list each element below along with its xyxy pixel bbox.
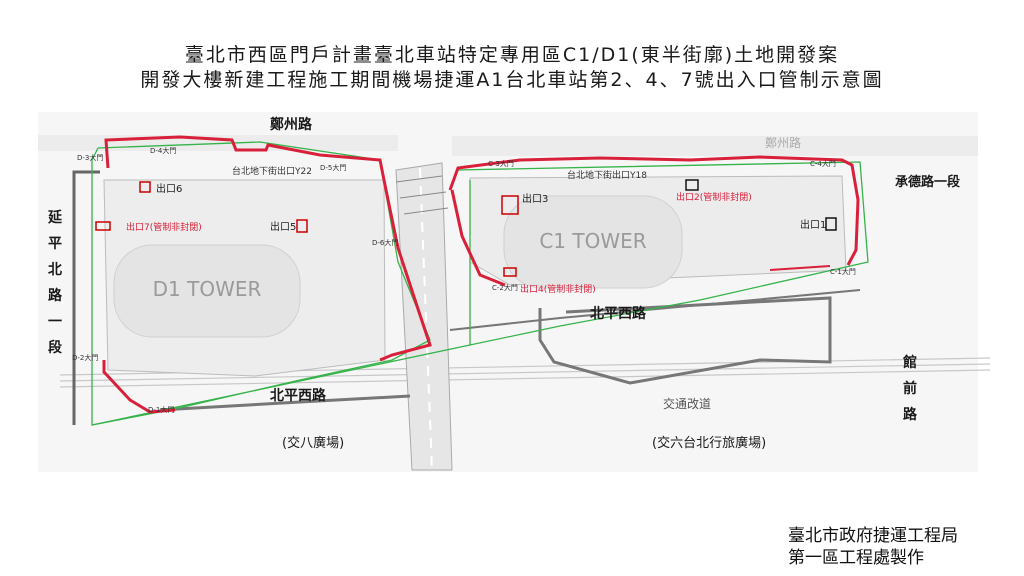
c1-fence-red-east-note [769, 265, 831, 271]
gate-d6-label: D-6大門 [372, 238, 398, 247]
jiaoliu-plaza-label: (交六台北行旅廣場) [652, 435, 766, 451]
zhengzhou-road-left-label: 鄭州路 [270, 116, 313, 133]
beiping-road-edge-lower [159, 394, 411, 412]
underground-exit-y22-label: 台北地下街出口Y22 [232, 165, 312, 177]
c1-fence-red [448, 155, 860, 266]
gate-d4-label: D-4大門 [150, 146, 176, 155]
guanqian-road-label: 館 前 路 [902, 354, 918, 423]
svg-text:館: 館 [902, 354, 917, 371]
c1-tower-footprint [503, 195, 683, 289]
map-title-line-2: 開發大樓新建工程施工期間機場捷運A1台北車站第2、4、7號出入口管制示意圖 [140, 69, 884, 91]
svg-text:北: 北 [48, 262, 62, 278]
zhengzhou-road-right-band [452, 136, 978, 156]
exit-3-label: 出口3 [522, 192, 548, 205]
svg-text:平: 平 [48, 236, 62, 252]
exit-2-label: 出口2(管制非封閉) [676, 191, 752, 203]
yanping-road-label: 延 平 北 路 一 段 [47, 209, 63, 356]
credit-line-2: 第一區工程處製作 [788, 548, 924, 568]
d1-tower-footprint [113, 244, 301, 338]
exit-4-label: 出口4(管制非封閉) [520, 283, 596, 295]
exit-4-marker: 出口4(管制非封閉) [503, 267, 596, 295]
exit-1-label: 出口1 [800, 218, 826, 231]
exit-5-label: 出口5 [270, 220, 296, 233]
gate-c1-label: C-1大門 [830, 267, 856, 276]
svg-text:一: 一 [48, 314, 62, 330]
gate-c4-label: C-4大門 [810, 159, 836, 168]
d1-tower-label: D1 TOWER [153, 277, 262, 301]
svg-text:延: 延 [47, 209, 63, 226]
beiping-road-edge-upper [449, 289, 861, 331]
traffic-reroute-label: 交通改道 [663, 396, 711, 411]
beiping-road-upper-label: 北平西路 [590, 305, 647, 322]
d1-fence-red [104, 135, 432, 362]
svg-text:段: 段 [48, 339, 62, 356]
map-title-line-1: 臺北市西區門戶計畫臺北車站特定專用區C1/D1(東半街廓)土地開發案 [184, 44, 840, 66]
credit-line-1: 臺北市政府捷運工程局 [788, 526, 958, 546]
jiaoba-plaza-label: (交八廣場) [282, 435, 344, 451]
exit-5-marker: 出口5 [270, 219, 308, 233]
chengde-road-label: 承德路一段 [895, 174, 960, 190]
d1-fence-red-lower [102, 360, 176, 414]
gate-c2-label: C-2大門 [492, 283, 518, 292]
exit-6-marker: 出口6 [139, 181, 182, 195]
svg-text:前: 前 [903, 380, 917, 397]
exit-2-marker: 出口2(管制非封閉) [676, 179, 752, 203]
gate-d5-label: D-5大門 [320, 163, 346, 172]
exit-1-marker: 出口1 [800, 217, 837, 231]
traffic-reroute-outline [538, 296, 832, 385]
exit-3-marker: 出口3 [501, 192, 548, 215]
zhengzhou-road-right-label: 鄭州路 [765, 135, 801, 150]
underground-exit-y18-label: 台北地下街出口Y18 [567, 169, 647, 181]
gate-d3-label: D-3大門 [77, 153, 103, 162]
exit-7-marker: 出口7(管制非封閉) [95, 221, 202, 233]
gate-c3-label: C-3大門 [488, 159, 514, 168]
c1-tower-label: C1 TOWER [539, 229, 646, 253]
exit-6-label: 出口6 [156, 182, 182, 195]
exit-7-label: 出口7(管制非封閉) [126, 221, 202, 233]
svg-text:路: 路 [48, 287, 63, 304]
gate-d2-label: D-2大門 [72, 353, 98, 362]
gate-d1-label: D-1大門 [148, 405, 174, 414]
central-corridor [395, 162, 453, 471]
yanping-road-edge [72, 170, 100, 425]
svg-text:路: 路 [903, 406, 918, 423]
c1-fence-red-lower [450, 189, 506, 287]
beiping-road-lower-label: 北平西路 [270, 387, 327, 404]
